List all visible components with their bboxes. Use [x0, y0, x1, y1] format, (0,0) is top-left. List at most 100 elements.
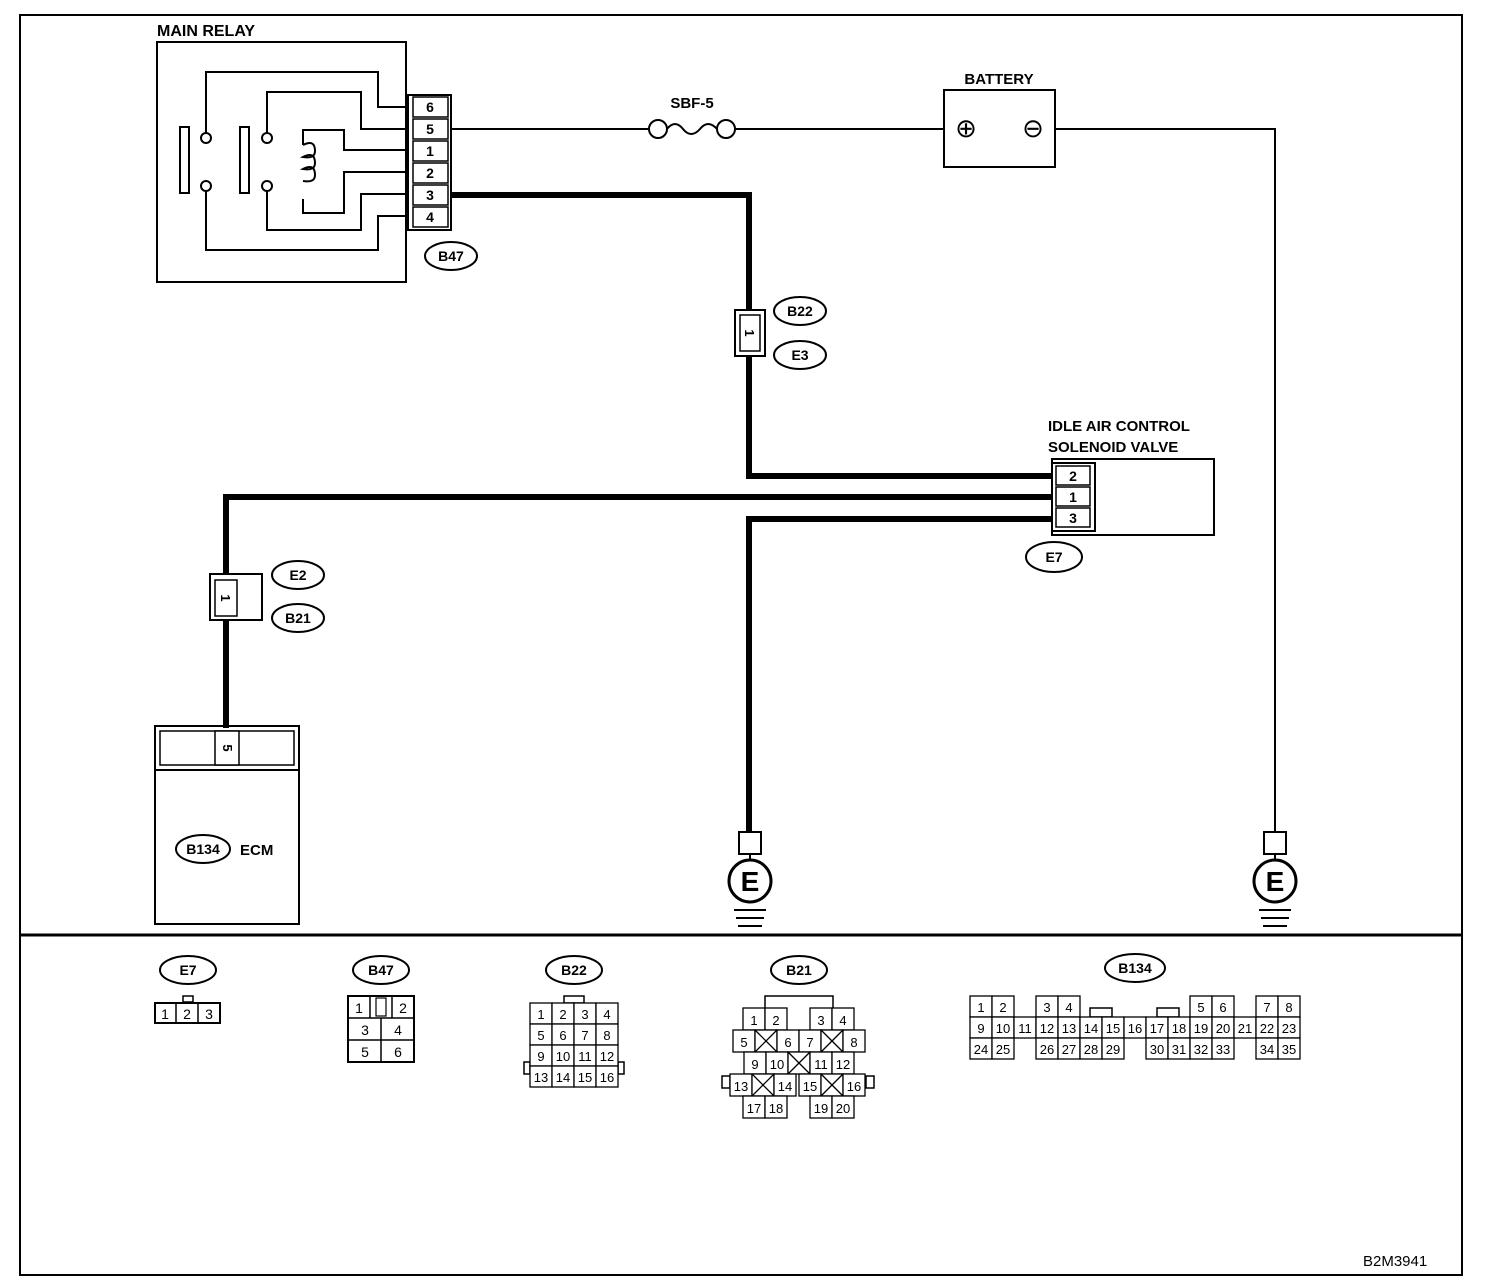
b21-blank-blank-mark: [754, 1029, 778, 1053]
b21-pin-12-pin-label: 12: [836, 1057, 850, 1072]
b134-pin-31-pin-label: 31: [1172, 1042, 1186, 1057]
e2-tag-label: E2: [289, 567, 306, 583]
b21-pin-4-pin-label: 4: [839, 1013, 846, 1028]
b21-blank-blank-mark: [787, 1051, 811, 1075]
b21-pin-6-pin-label: 6: [784, 1035, 791, 1050]
b134-pin-11-pin-label: 11: [1018, 1021, 1032, 1036]
connector-view-b47: B47 1 2 3 4 5 6: [347, 955, 415, 1063]
b134-pin-5-pin-label: 5: [1197, 1000, 1204, 1015]
b21-pin-1-pin-label: 1: [750, 1013, 757, 1028]
ecm-pin-5: 5: [220, 744, 235, 751]
b134-pin-26-pin-label: 26: [1040, 1042, 1054, 1057]
ecm-box: [154, 725, 300, 925]
svg-text:1: 1: [161, 1006, 169, 1022]
main-relay-box: [156, 41, 407, 283]
relay-pin-4: 4: [426, 209, 434, 225]
b21-blank-blank-mark: [820, 1029, 844, 1053]
b134-pin-21-pin-label: 21: [1238, 1021, 1252, 1036]
harness-wires: [223, 192, 1052, 832]
b134-tag-label: B134: [186, 841, 220, 857]
b134-pin-25-pin-label: 25: [996, 1042, 1010, 1057]
b22-pin-9-pin-label: 9: [537, 1049, 544, 1064]
b134-pin-4-pin-label: 4: [1065, 1000, 1072, 1015]
connector-view-b21-title: B21: [786, 962, 812, 978]
ground-icon: [1252, 858, 1298, 904]
b22-pin-14-pin-label: 14: [556, 1070, 570, 1085]
b21-tag-label: B21: [285, 610, 311, 626]
svg-text:E: E: [741, 866, 760, 897]
b134-pin-33-cell: [1211, 1037, 1235, 1060]
svg-text:2: 2: [183, 1006, 191, 1022]
b134-pin-1-pin-label: 1: [977, 1000, 984, 1015]
svg-text:E: E: [1266, 866, 1285, 897]
b134-pin-35-cell: [1277, 1037, 1301, 1060]
battery-negative: ⊖: [1022, 113, 1044, 143]
b21-blank-blank-mark: [820, 1073, 844, 1097]
connector-view-b134-title: B134: [1118, 960, 1152, 976]
b21-pin-5-pin-label: 5: [740, 1035, 747, 1050]
b134-pin-18-pin-label: 18: [1172, 1021, 1186, 1036]
svg-text:5: 5: [361, 1044, 369, 1060]
figure-code: B2M3941: [1363, 1253, 1427, 1270]
svg-text:1: 1: [355, 1000, 363, 1016]
b22-pin-12-pin-label: 12: [600, 1049, 614, 1064]
battery-positive: ⊕: [955, 113, 977, 143]
b21-pin-10-pin-label: 10: [770, 1057, 784, 1072]
svg-text:4: 4: [394, 1022, 402, 1038]
b21-pin-18-pin-label: 18: [769, 1101, 783, 1116]
b21-pin-11-pin-label: 11: [814, 1057, 828, 1072]
b22-pin-7-pin-label: 7: [581, 1028, 588, 1043]
e7-tag-label: E7: [1045, 549, 1062, 565]
power-supply: SBF-5 BATTERY ⊕ ⊖: [451, 71, 1276, 832]
b134-pin-28-pin-label: 28: [1084, 1042, 1098, 1057]
relay-pin-2: 2: [426, 165, 434, 181]
connector-view-b22-title: B22: [561, 962, 587, 978]
svg-text:3: 3: [205, 1006, 213, 1022]
iacv: IDLE AIR CONTROL SOLENOID VALVE 2 1 3 E7: [1025, 418, 1215, 573]
joint-b22-e3-pin: 1: [742, 329, 757, 336]
page-frame: [19, 14, 1463, 1276]
b22-pin-16-pin-label: 16: [600, 1070, 614, 1085]
b134-pin-16-pin-label: 16: [1128, 1021, 1142, 1036]
b22-pin-5-pin-label: 5: [537, 1028, 544, 1043]
b134-pin-15-pin-label: 15: [1106, 1021, 1120, 1036]
b134-pin-29-pin-label: 29: [1106, 1042, 1120, 1057]
b21-pin-7-pin-label: 7: [806, 1035, 813, 1050]
ground-2: E: [1252, 831, 1298, 927]
main-relay-label: MAIN RELAY: [157, 23, 255, 40]
b21-pin-19-pin-label: 19: [814, 1101, 828, 1116]
b22-pin-6-pin-label: 6: [559, 1028, 566, 1043]
b134-pin-24-pin-label: 24: [974, 1042, 988, 1057]
ground-icon: [727, 858, 773, 904]
b21-blank-blank-mark: [751, 1073, 775, 1097]
relay-pin-6: 6: [426, 99, 434, 115]
b134-pin-23-pin-label: 23: [1282, 1021, 1296, 1036]
b134-pin-9-pin-label: 9: [977, 1021, 984, 1036]
svg-text:2: 2: [399, 1000, 407, 1016]
relay-pin-3: 3: [426, 187, 434, 203]
b134-pin-20-pin-label: 20: [1216, 1021, 1230, 1036]
b21-pin-15-pin-label: 15: [803, 1079, 817, 1094]
b134-pin-13-pin-label: 13: [1062, 1021, 1076, 1036]
b22-pin-10-pin-label: 10: [556, 1049, 570, 1064]
b22-pin-16-cell: [595, 1065, 619, 1088]
b134-pin-34-pin-label: 34: [1260, 1042, 1274, 1057]
battery-label: BATTERY: [964, 71, 1033, 88]
b134-pin-30-pin-label: 30: [1150, 1042, 1164, 1057]
ecm-label: ECM: [240, 842, 273, 859]
connector-view-e7: E7 1 2 3: [154, 955, 221, 1024]
connector-view-b47-title: B47: [368, 962, 394, 978]
b22-pin-4-pin-label: 4: [603, 1007, 610, 1022]
main-relay: MAIN RELAY 6 5 1 2 3 4 B47: [156, 23, 478, 283]
b21-pin-2-pin-label: 2: [772, 1013, 779, 1028]
iacv-pin-1: 1: [1069, 489, 1077, 505]
b21-pin-8-pin-label: 8: [850, 1035, 857, 1050]
iacv-label-2: SOLENOID VALVE: [1048, 439, 1178, 456]
b134-pin-17-pin-label: 17: [1150, 1021, 1164, 1036]
b22-pin-15-pin-label: 15: [578, 1070, 592, 1085]
joint-b22-e3: 1 B22 E3: [734, 296, 827, 370]
